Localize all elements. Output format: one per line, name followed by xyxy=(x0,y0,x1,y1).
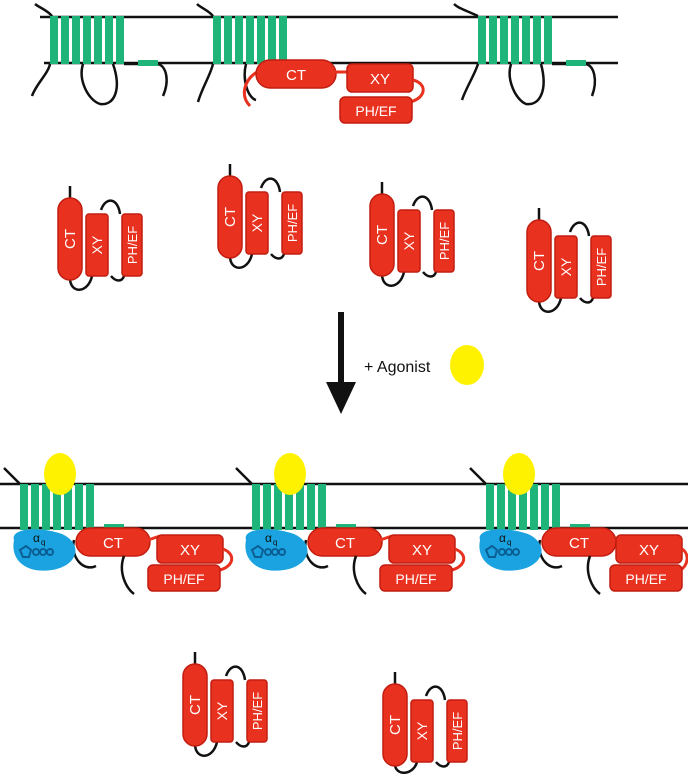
cytosolic-plc-group-top: CT XY PH/EF CT XY PH/EF CT xyxy=(57,164,612,313)
alpha-label: α xyxy=(265,531,272,545)
ph-ef-label: PH/EF xyxy=(437,222,452,260)
ph-ef-label: PH/EF xyxy=(395,571,436,587)
ct-label: CT xyxy=(569,535,589,552)
alpha-label: α xyxy=(499,531,506,545)
ct-label: CT xyxy=(103,535,123,552)
ph-ef-label: PH/EF xyxy=(125,226,140,264)
plc-enzyme-icon: CT XY PH/EF xyxy=(217,164,303,269)
ph-ef-label: PH/EF xyxy=(250,692,265,730)
cytosolic-plc-group-bottom: CT XY PH/EF CT XY PH/EF xyxy=(182,652,468,774)
agonist-ligand-icon xyxy=(44,453,76,495)
alpha-subscript: q xyxy=(273,538,277,547)
gpcr-receptor-icon xyxy=(486,484,590,530)
ph-ef-label: PH/EF xyxy=(285,204,300,242)
xy-label: XY xyxy=(412,542,432,559)
gpcr-receptor-icon xyxy=(20,484,124,530)
xy-label: XY xyxy=(558,257,574,276)
plc-enzyme-icon: CT XY PH/EF xyxy=(182,652,268,757)
ph-ef-label: PH/EF xyxy=(450,712,465,750)
down-arrow-icon xyxy=(326,312,356,414)
ct-label: CT xyxy=(187,695,204,715)
xy-label: XY xyxy=(249,213,265,232)
xy-label: XY xyxy=(401,231,417,250)
g-alpha-q-icon: α q xyxy=(245,529,308,571)
g-alpha-q-icon: α q xyxy=(13,529,76,571)
plc-enzyme-icon: CT XY PH/EF xyxy=(526,208,612,313)
plc-enzyme-icon: CT XY PH/EF xyxy=(75,527,234,595)
ct-label: CT xyxy=(387,715,404,735)
ct-label: CT xyxy=(222,207,239,227)
ct-label: CT xyxy=(335,535,355,552)
agonist-label: + Agonist xyxy=(364,359,431,376)
ct-label: CT xyxy=(62,229,79,249)
xy-label: XY xyxy=(180,542,200,559)
xy-label: XY xyxy=(89,235,105,254)
ct-label: CT xyxy=(374,225,391,245)
gpcr-receptor-icon xyxy=(196,3,316,103)
plc-enzyme-icon: CT XY PH/EF xyxy=(541,527,688,595)
agonist-step: + Agonist xyxy=(326,312,484,414)
alpha-subscript: q xyxy=(507,538,511,547)
ph-ef-label: PH/EF xyxy=(163,571,204,587)
ct-label: CT xyxy=(531,251,548,271)
gpcr-receptor-icon xyxy=(252,484,356,530)
activated-receptor-complex: α q CT XY PH/EF xyxy=(469,453,688,595)
agonist-ligand-icon xyxy=(274,453,306,495)
ph-ef-label: PH/EF xyxy=(355,103,396,119)
plc-enzyme-icon: CT XY PH/EF xyxy=(242,59,425,124)
xy-label: XY xyxy=(370,71,390,88)
xy-label: XY xyxy=(214,701,230,720)
alpha-subscript: q xyxy=(41,538,45,547)
ph-ef-label: PH/EF xyxy=(594,248,609,286)
ct-label: CT xyxy=(286,67,306,84)
plc-enzyme-icon: CT XY PH/EF xyxy=(369,182,455,287)
ph-ef-label: PH/EF xyxy=(625,571,666,587)
gpcr-receptor-icon xyxy=(453,3,597,106)
plc-enzyme-icon: CT XY PH/EF xyxy=(382,672,468,774)
activated-receptor-complex: α q CT XY PH/EF xyxy=(3,453,234,595)
activated-receptor-complex: α q CT XY PH/EF xyxy=(235,453,466,595)
bottom-membrane-panel: α q CT XY PH/EF xyxy=(0,453,688,595)
agonist-ligand-icon xyxy=(503,453,535,495)
plc-enzyme-icon: CT XY PH/EF xyxy=(57,186,143,291)
gpcr-receptor-icon xyxy=(30,2,168,106)
xy-label: XY xyxy=(414,721,430,740)
agonist-ligand-icon xyxy=(450,345,484,385)
g-alpha-q-icon: α q xyxy=(479,529,542,571)
top-membrane-panel: CT XY PH/EF xyxy=(30,2,618,124)
alpha-label: α xyxy=(33,531,40,545)
plc-enzyme-icon: CT XY PH/EF xyxy=(307,527,466,595)
xy-label: XY xyxy=(639,542,659,559)
